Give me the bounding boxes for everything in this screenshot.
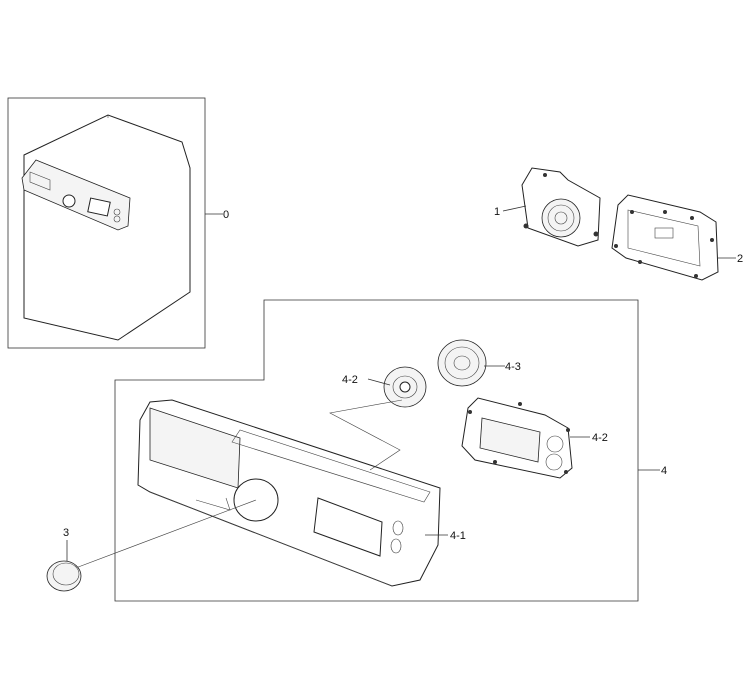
callout-2: 2 bbox=[737, 253, 743, 265]
callout-4-3: 4-3 bbox=[505, 361, 521, 373]
part-4-1-control-panel bbox=[137, 399, 441, 587]
assembly-guide-lines bbox=[329, 399, 403, 471]
callout-1: 1 bbox=[494, 206, 500, 218]
display-window bbox=[313, 497, 383, 557]
callout-4: 4 bbox=[661, 465, 667, 477]
part-4-2-encoder bbox=[383, 366, 427, 408]
cabinet-knob bbox=[62, 194, 76, 208]
display-pcb-screen bbox=[479, 417, 541, 463]
knob-cap-outer bbox=[46, 560, 82, 592]
rotary-pcb-encoder bbox=[541, 198, 581, 238]
callout-4-2-lower: 4-2 bbox=[592, 432, 608, 444]
overview-box bbox=[7, 97, 206, 349]
callout-0: 0 bbox=[223, 209, 229, 221]
overview-frame bbox=[7, 97, 206, 349]
part-4-2-display-pcb bbox=[461, 397, 573, 479]
encoder-hub bbox=[399, 381, 411, 393]
callout-3: 3 bbox=[63, 527, 69, 539]
cabinet-display bbox=[87, 197, 111, 217]
part-4-3-dial-ring bbox=[437, 339, 487, 387]
part-1-rotary-pcb bbox=[521, 167, 601, 247]
cabinet-body bbox=[23, 114, 191, 341]
part-3-knob-cap bbox=[46, 560, 82, 592]
callout-4-2-upper: 4-2 bbox=[342, 374, 358, 386]
part-2-main-pcb bbox=[611, 194, 719, 281]
callout-4-1: 4-1 bbox=[450, 530, 466, 542]
assembly-frame bbox=[114, 299, 639, 602]
